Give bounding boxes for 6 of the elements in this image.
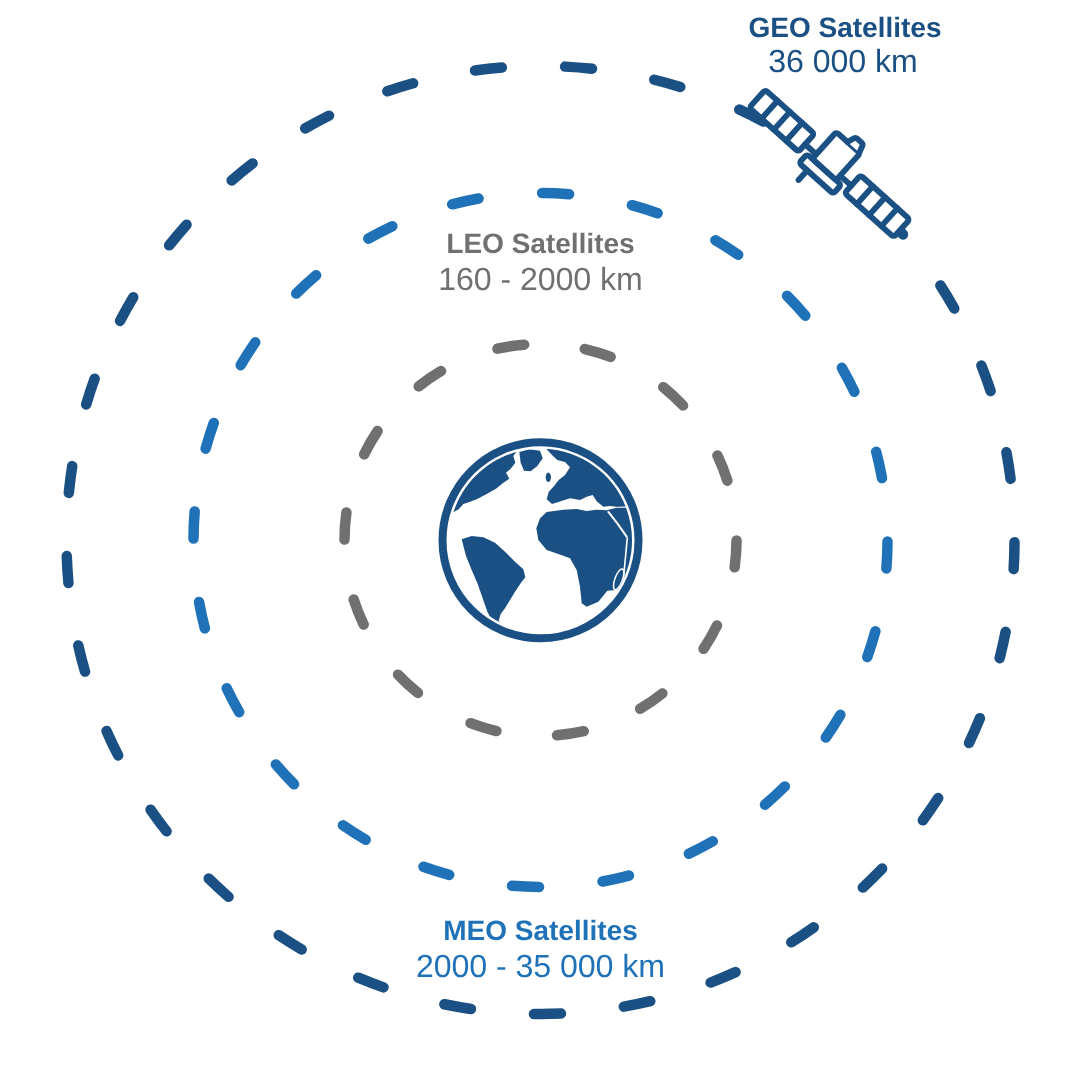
altitude-label: 36 000 km [769, 48, 916, 73]
orbit-label: MEO Satellites [445, 919, 637, 941]
altitude-label: 2000 - 35 000 km [417, 953, 663, 978]
orbit-label: GEO Satellites [749, 16, 941, 38]
altitude-label: 160 - 2000 km [440, 266, 641, 291]
orbit-label: LEO Satellites [448, 232, 634, 254]
